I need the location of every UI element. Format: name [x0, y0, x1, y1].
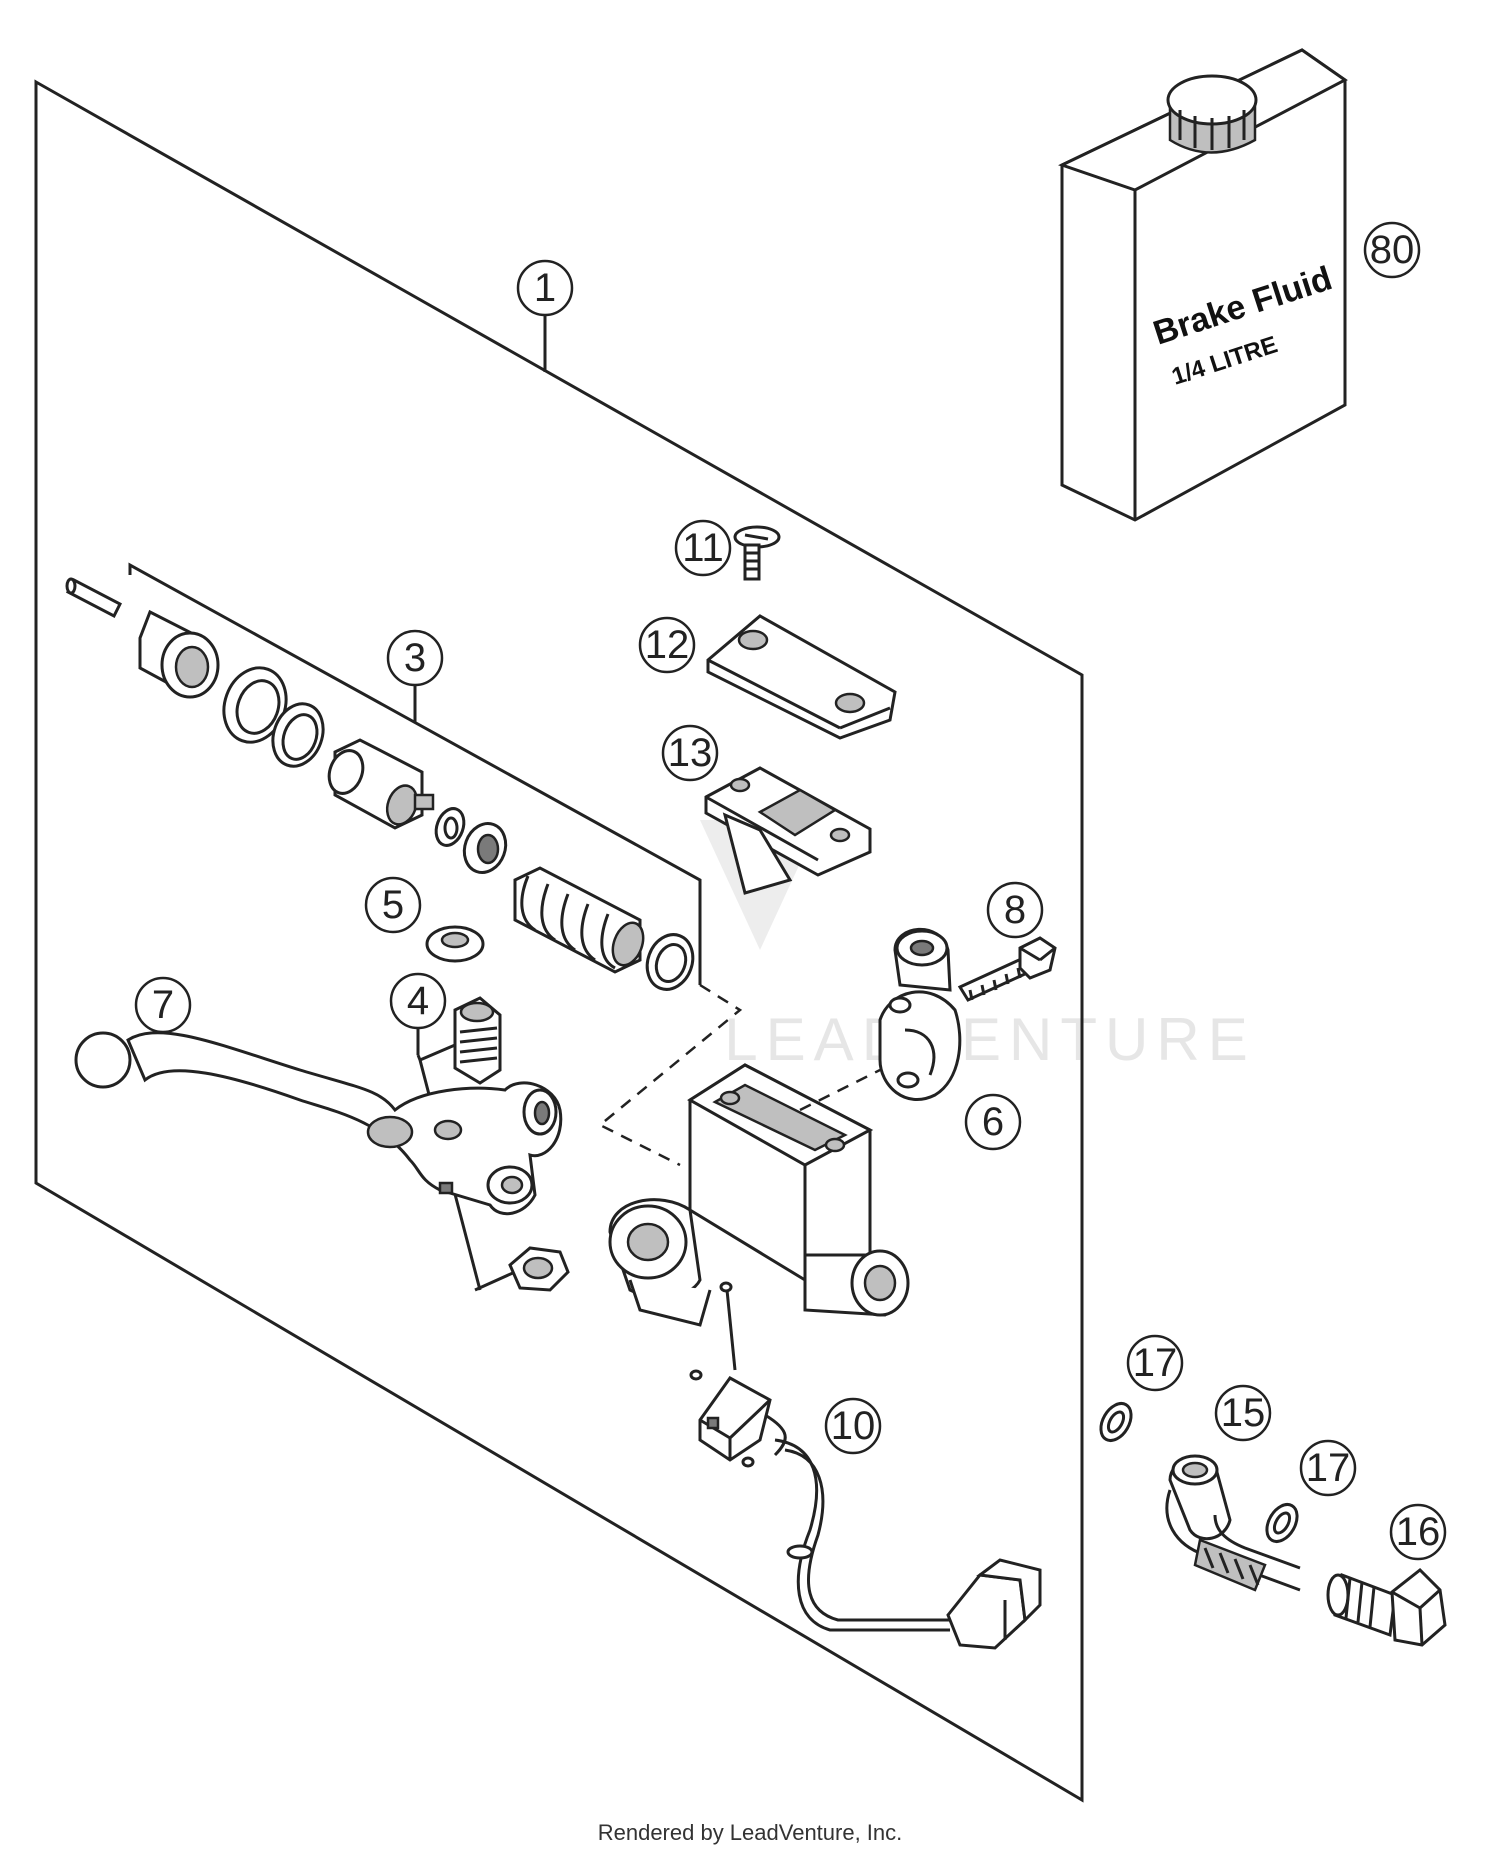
- piston: [327, 738, 435, 830]
- svg-text:11: 11: [682, 526, 724, 570]
- svg-text:5: 5: [382, 883, 404, 927]
- bottle-cap: [1166, 74, 1258, 154]
- reservoir-cover: [706, 614, 897, 740]
- callout-10: 10: [824, 1397, 882, 1455]
- copper-washer-upper: [1099, 1402, 1133, 1442]
- watermark-text: LEADVENTURE: [724, 1006, 1255, 1073]
- clamp-bolt: [957, 936, 1057, 1002]
- piston-kit-outline: [128, 562, 702, 985]
- callout-16: 16: [1389, 1503, 1447, 1561]
- leader-4-a: [419, 1043, 456, 1062]
- callout-17-upper: 17: [1126, 1334, 1184, 1392]
- brake-hose: [1165, 1454, 1301, 1592]
- callout-13: 13: [661, 724, 719, 782]
- o-ring: [271, 702, 325, 768]
- return-spring: [513, 866, 645, 974]
- piston-washer: [434, 807, 466, 847]
- svg-text:7: 7: [152, 983, 174, 1027]
- copper-washer-lower: [1265, 1503, 1299, 1543]
- callout-80: 80: [1363, 221, 1421, 279]
- callout-15: 15: [1214, 1384, 1272, 1442]
- svg-text:4: 4: [407, 979, 429, 1023]
- svg-text:17: 17: [1133, 1341, 1178, 1385]
- svg-text:13: 13: [668, 731, 713, 775]
- svg-text:80: 80: [1370, 228, 1415, 272]
- svg-text:16: 16: [1396, 1510, 1441, 1554]
- svg-text:1: 1: [534, 266, 556, 310]
- callout-7: 7: [134, 976, 192, 1034]
- svg-text:6: 6: [982, 1100, 1004, 1144]
- adjuster-cap: [425, 925, 485, 963]
- cover-screw: [733, 525, 781, 581]
- banjo-bolt: [1326, 1567, 1447, 1647]
- svg-text:10: 10: [831, 1404, 876, 1448]
- master-cylinder-body: [608, 1063, 910, 1327]
- dust-boot: [138, 609, 220, 699]
- callout-5: 5: [364, 876, 422, 934]
- watermark: LEADVENTURE: [700, 820, 1255, 1073]
- primary-cup: [462, 822, 508, 874]
- seal-ring: [222, 666, 288, 744]
- lock-nut: [508, 1246, 570, 1292]
- adjuster-screw: [453, 996, 502, 1085]
- callout-3: 3: [386, 629, 444, 687]
- svg-text:17: 17: [1306, 1446, 1351, 1490]
- svg-text:15: 15: [1221, 1391, 1266, 1435]
- svg-text:3: 3: [404, 636, 426, 680]
- callout-6: 6: [964, 1093, 1022, 1151]
- callout-11: 11: [674, 519, 732, 577]
- brake-fluid-bottle: Brake Fluid 1/4 LITRE: [1058, 48, 1348, 522]
- callout-1: 1: [516, 259, 574, 317]
- leader-4-b: [474, 1270, 516, 1292]
- brake-lever: [74, 1031, 563, 1216]
- brake-light-switch: [689, 1281, 1042, 1650]
- kit-panel: [34, 79, 1084, 1803]
- bore-o-ring: [645, 933, 695, 991]
- assembly-line-a: [597, 983, 743, 1167]
- assembly-line-b: [799, 1068, 881, 1112]
- reservoir-diaphragm: [704, 766, 872, 895]
- callout-8: 8: [986, 881, 1044, 939]
- handlebar-clamp: [878, 927, 962, 1102]
- callout-12: 12: [638, 616, 696, 674]
- svg-text:12: 12: [645, 623, 690, 667]
- svg-text:8: 8: [1004, 888, 1026, 932]
- footer-credit: Rendered by LeadVenture, Inc.: [597, 1820, 903, 1845]
- callout-17-lower: 17: [1299, 1439, 1357, 1497]
- callout-4: 4: [389, 972, 447, 1030]
- pivot-pin: [65, 577, 123, 619]
